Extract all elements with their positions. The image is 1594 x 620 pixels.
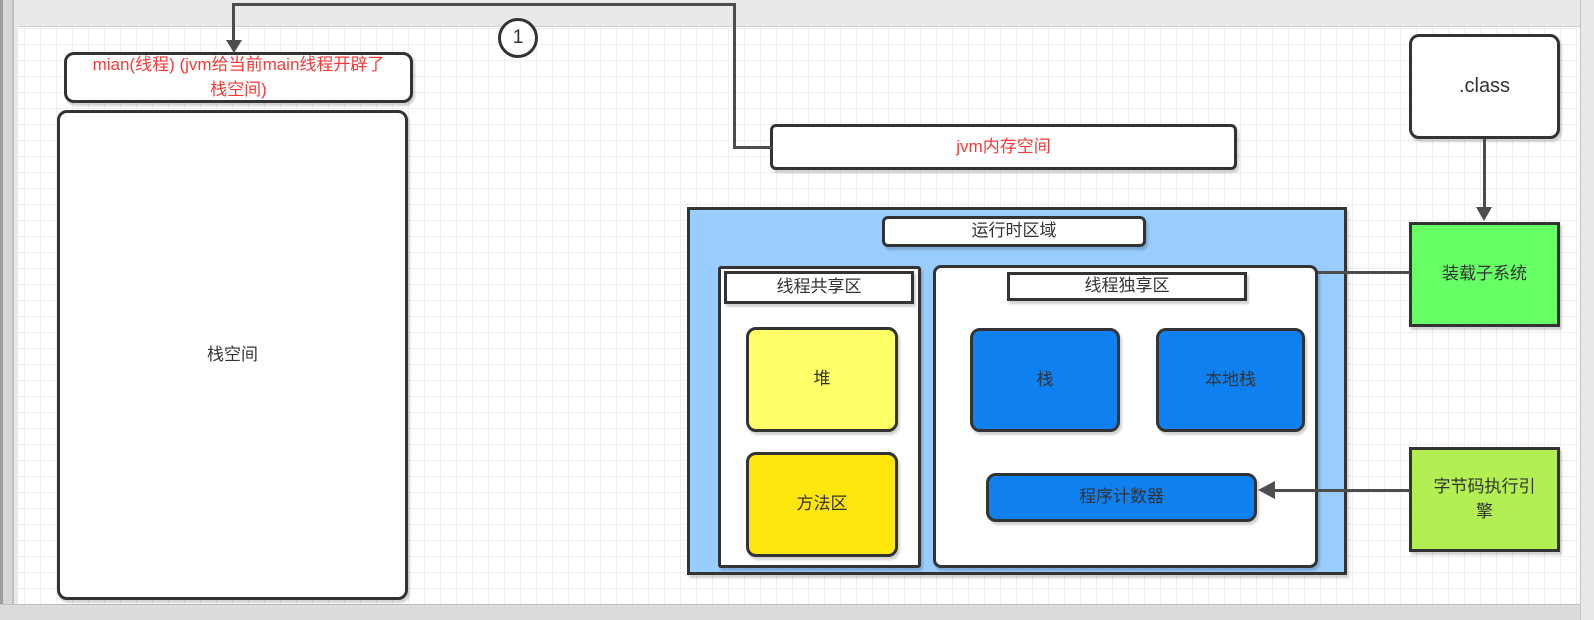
connector-jvm-to-main-vertical[interactable]: [232, 3, 235, 41]
load-subsystem-label: 装载子系统: [1442, 264, 1527, 284]
sequence-marker-label: 1: [512, 27, 524, 48]
thread-private-title[interactable]: 线程独享区: [1007, 272, 1247, 301]
connector-runtime-to-loader[interactable]: [1318, 271, 1410, 274]
stack-space-label: 栈空间: [207, 344, 258, 364]
jvm-memory-label: jvm内存空间: [956, 136, 1051, 156]
load-subsystem-node[interactable]: 装载子系统: [1409, 222, 1560, 327]
jvm-memory-node[interactable]: jvm内存空间: [770, 124, 1237, 170]
bytecode-engine-node[interactable]: 字节码执行引擎: [1409, 447, 1560, 552]
connector-jvm-to-main-horizontal[interactable]: [232, 3, 736, 6]
heap-node[interactable]: 堆: [746, 327, 898, 432]
stack-space-node[interactable]: 栈空间: [57, 110, 408, 600]
arrowhead-left-to-program-counter-icon: [1258, 481, 1275, 499]
stack-node[interactable]: 栈: [970, 328, 1120, 432]
canvas-bottom-margin: [0, 604, 1594, 620]
connector-engine-to-program-counter[interactable]: [1274, 489, 1410, 492]
arrowhead-down-to-loader-icon: [1476, 207, 1492, 221]
class-file-node[interactable]: .class: [1409, 34, 1560, 139]
native-stack-label: 本地栈: [1205, 369, 1256, 389]
thread-private-label: 线程独享区: [1084, 276, 1170, 296]
connector-jvm-memory-riser[interactable]: [733, 3, 736, 148]
thread-shared-title[interactable]: 线程共享区: [724, 271, 914, 304]
connector-class-to-loader[interactable]: [1483, 139, 1486, 207]
runtime-area-label: 运行时区域: [971, 221, 1057, 241]
thread-shared-label: 线程共享区: [776, 277, 862, 297]
heap-label: 堆: [813, 369, 831, 389]
arrowhead-down-to-main-icon: [226, 40, 242, 53]
method-area-node[interactable]: 方法区: [746, 452, 898, 557]
native-stack-node[interactable]: 本地栈: [1156, 328, 1305, 432]
program-counter-node[interactable]: 程序计数器: [986, 473, 1257, 522]
connector-jvm-memory-stub[interactable]: [733, 146, 772, 149]
canvas-left-margin: [0, 0, 18, 620]
main-thread-node[interactable]: mian(线程) (jvm给当前main线程开辟了栈空间): [64, 52, 413, 103]
method-area-label: 方法区: [796, 494, 848, 514]
canvas-right-margin: [1580, 0, 1594, 620]
stack-label: 栈: [1036, 369, 1054, 389]
bytecode-engine-label: 字节码执行引擎: [1433, 476, 1536, 521]
main-thread-label: mian(线程) (jvm给当前main线程开辟了栈空间): [92, 54, 385, 99]
program-counter-label: 程序计数器: [1079, 487, 1164, 507]
sequence-marker-circle[interactable]: 1: [498, 18, 538, 58]
class-file-label: .class: [1458, 75, 1511, 97]
runtime-area-title[interactable]: 运行时区域: [882, 216, 1146, 247]
